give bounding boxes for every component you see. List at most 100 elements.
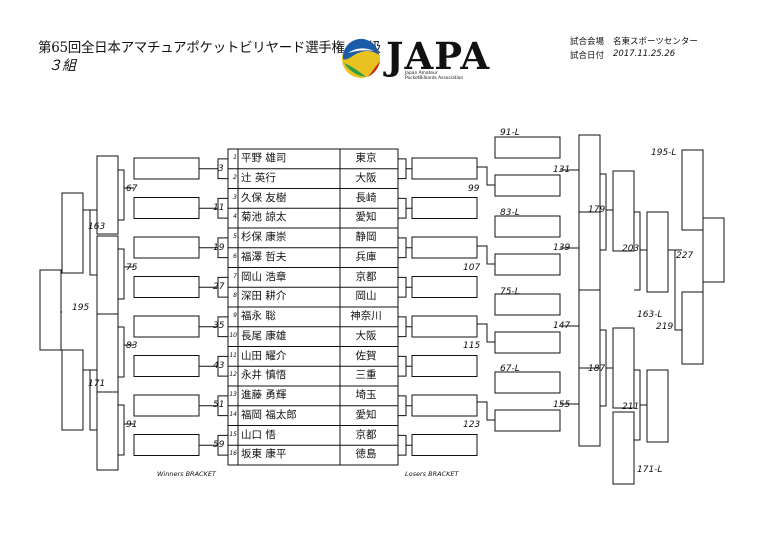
match-label: 35: [213, 321, 225, 331]
player-name: 深田 耕介: [241, 290, 287, 303]
match-label: 11: [213, 203, 225, 213]
date-label: 試合日付: [570, 51, 605, 61]
match-label: 171-L: [637, 465, 663, 475]
page-title: 第65回全日本アマチュアポケットビリヤード選手権 B級: [38, 40, 381, 56]
player-prefecture: 大阪: [355, 329, 377, 342]
player-prefecture: 京都: [355, 270, 377, 283]
player-prefecture: 岡山: [355, 290, 377, 303]
winners-r1-box: [133, 157, 200, 180]
losers-r1-connector: [398, 158, 412, 180]
player-rank: 9: [233, 312, 237, 319]
losers-r2-connector: [477, 245, 495, 265]
losers-r2-box: [494, 331, 561, 354]
losers-r1-box: [411, 394, 478, 417]
player-rank: 6: [233, 252, 237, 260]
player-rank: 11: [229, 351, 237, 359]
match-label: 179: [588, 205, 606, 215]
losers-r1-connector: [398, 197, 412, 219]
group-label: ３組: [48, 58, 76, 74]
match-label: 203: [622, 244, 640, 254]
winners-r1-box: [133, 197, 200, 219]
date-value: 2017.11.25.26: [613, 49, 676, 59]
match-label: 139: [553, 243, 571, 253]
match-label: 227: [676, 251, 694, 261]
player-name: 菊池 諒太: [241, 211, 287, 224]
player-name: 福永 聡: [241, 310, 276, 322]
player-prefecture: 兵庫: [355, 250, 377, 263]
winners-r1-connector: [199, 395, 228, 417]
winners-r1-connector: [199, 197, 228, 219]
player-rank: 2: [233, 173, 237, 181]
match-label: 75-L: [500, 287, 520, 297]
losers-r2-connector: [477, 323, 495, 343]
player-rank: 7: [233, 272, 237, 280]
player-name: 久保 友樹: [241, 191, 287, 204]
losers-r1-connector: [398, 395, 412, 417]
match-label: 27: [213, 282, 225, 292]
winners-r1-box: [133, 276, 200, 298]
losers-r2-box: [494, 253, 561, 276]
match-label: 67: [126, 184, 138, 194]
match-label: 195-L: [651, 148, 677, 158]
losers-r1-connector: [398, 434, 412, 456]
player-prefecture: 神奈川: [350, 310, 382, 322]
player-name: 坂東 康平: [241, 448, 287, 461]
player-rank: 1: [233, 154, 237, 161]
losers-drop-box: [494, 293, 561, 316]
losers-r2-connector: [477, 401, 495, 421]
match-label: 19: [213, 243, 225, 253]
match-label: 75: [126, 263, 138, 273]
player-prefecture: 埼玉: [355, 389, 377, 401]
player-prefecture: 京都: [355, 428, 377, 441]
player-prefecture: 愛知: [355, 408, 377, 421]
match-label: 171: [88, 379, 106, 389]
player-name: 長尾 康雄: [241, 329, 287, 342]
player-name: 福澤 哲夫: [241, 250, 287, 263]
player-rank: 5: [233, 233, 237, 240]
winners-r1-connector: [199, 355, 228, 377]
player-prefecture: 愛知: [355, 211, 377, 224]
player-prefecture: 徳島: [355, 448, 377, 461]
match-label: 67-L: [500, 364, 520, 374]
logo-text: JAPA: [386, 34, 491, 78]
losers-r2-box: [494, 174, 561, 197]
match-label: 163: [88, 222, 106, 232]
player-prefecture: 三重: [355, 369, 377, 382]
winners-r1-connector: [199, 434, 228, 456]
match-label: 123: [463, 420, 481, 430]
match-label: 83: [126, 341, 138, 351]
losers-r1-box: [411, 315, 478, 338]
winners-bracket-label: Winners BRACKET: [157, 470, 216, 478]
match-label: 91: [126, 420, 138, 430]
match-label: 107: [463, 263, 481, 273]
losers-r1-connector: [398, 276, 412, 298]
winners-r1-connector: [199, 316, 228, 338]
match-label: 155: [553, 400, 571, 410]
winners-r1-box: [133, 394, 200, 417]
losers-drop-box: [494, 371, 561, 394]
match-label: 131: [553, 165, 571, 175]
losers-r1-box: [411, 355, 478, 377]
match-label: 211: [622, 402, 640, 412]
losers-r1-box: [411, 276, 478, 298]
logo-sub-line2: PocketBilliards Association: [405, 76, 464, 81]
player-rank: 8: [233, 292, 237, 300]
player-rank: 13: [229, 391, 237, 398]
losers-drop-box: [494, 136, 561, 159]
match-label: 195: [72, 303, 90, 313]
player-rank: 10: [229, 331, 237, 339]
player-name: 進藤 勇輝: [241, 389, 287, 401]
match-label: 187: [588, 364, 606, 374]
match-label: 147: [553, 321, 571, 331]
match-label: 91-L: [500, 128, 520, 138]
match-label: 163-L: [637, 310, 663, 320]
player-prefecture: 東京: [355, 152, 377, 164]
winners-r1-box: [133, 236, 200, 259]
player-name: 山口 悟: [241, 428, 276, 441]
player-prefecture: 長崎: [355, 191, 377, 204]
player-prefecture: 佐賀: [355, 349, 377, 362]
match-label: 219: [656, 322, 674, 332]
match-label: 83-L: [500, 208, 520, 218]
match-label: 3: [218, 164, 224, 174]
